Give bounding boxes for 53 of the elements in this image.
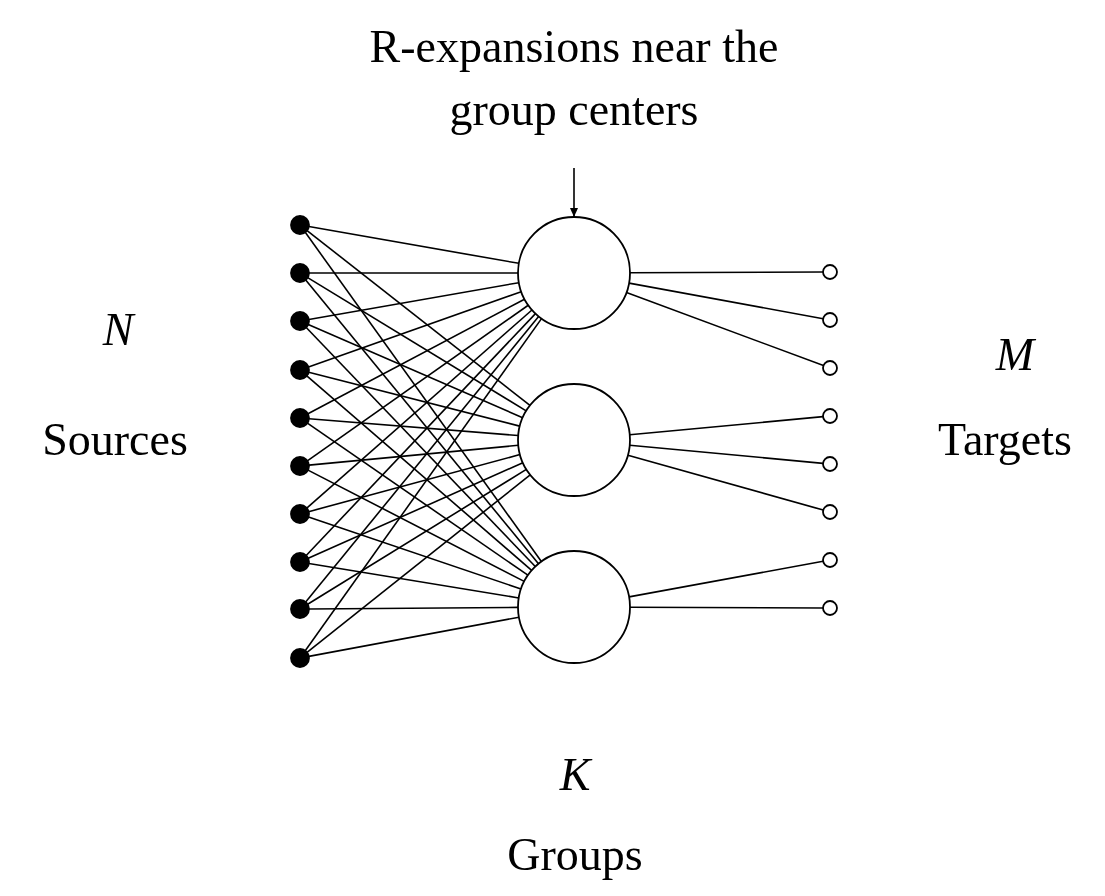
connector-line	[304, 317, 543, 652]
source-dot	[290, 648, 310, 668]
target-dot	[822, 360, 838, 376]
connector-line	[307, 298, 526, 415]
target-dot	[822, 552, 838, 568]
connector-line	[307, 461, 524, 560]
connector-line	[307, 469, 525, 583]
source-dot	[290, 263, 310, 283]
connector-line	[306, 276, 527, 412]
connector-line	[304, 279, 540, 565]
connector-line	[628, 282, 824, 320]
connector-line	[628, 560, 824, 598]
connector-line	[308, 417, 519, 437]
group-circle	[517, 216, 631, 330]
arrow	[570, 167, 578, 218]
source-dot	[290, 215, 310, 235]
connector-line	[625, 291, 825, 367]
source-dot	[290, 504, 310, 524]
connector-line	[306, 304, 529, 462]
connector-line	[305, 309, 533, 509]
connector-line	[308, 616, 520, 658]
connector-line	[306, 422, 529, 576]
connector-line	[307, 323, 524, 419]
variable-label: K	[559, 747, 591, 802]
group-circle	[517, 550, 631, 664]
source-dot	[290, 408, 310, 428]
source-dot	[290, 599, 310, 619]
target-dot	[822, 600, 838, 616]
connector-line	[307, 290, 522, 368]
target-dot	[822, 312, 838, 328]
target-dot	[822, 456, 838, 472]
source-dot	[290, 360, 310, 380]
axis-caption: Groups	[507, 827, 643, 882]
connector-line	[306, 474, 531, 654]
connector-line	[306, 229, 531, 407]
connector-line	[304, 315, 540, 603]
connector-line	[306, 468, 528, 606]
annotation-text: R-expansions near the group centers	[368, 20, 780, 137]
source-dot	[290, 552, 310, 572]
connector-line	[306, 375, 533, 572]
target-dot	[822, 504, 838, 520]
target-dot	[822, 264, 838, 280]
connector-line	[627, 454, 825, 511]
axis-caption: Targets	[938, 412, 1072, 467]
target-dot	[822, 408, 838, 424]
source-dot	[290, 311, 310, 331]
source-dot	[290, 456, 310, 476]
axis-caption: Sources	[42, 412, 188, 467]
connector-line	[307, 516, 522, 590]
connector-line	[304, 231, 543, 563]
group-circle	[517, 383, 631, 497]
variable-label: N	[102, 302, 134, 357]
variable-label: M	[995, 327, 1035, 382]
